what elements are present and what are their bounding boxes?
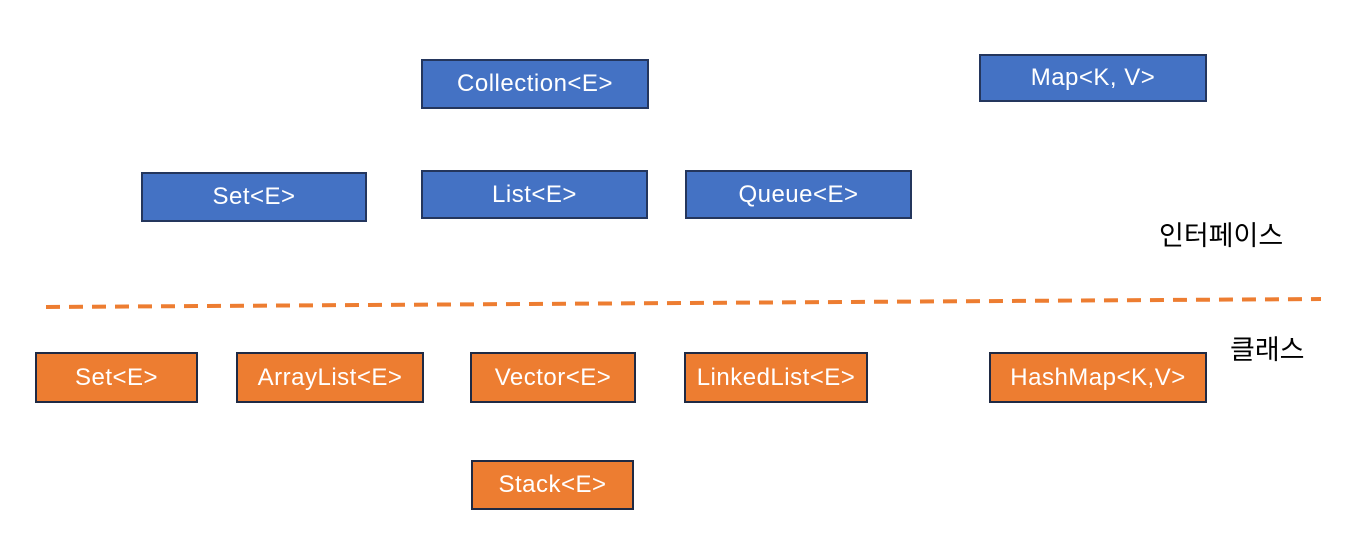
class-box-linkedlist-e: LinkedList<E> [684, 352, 868, 403]
interface-box-collection-e: Collection<E> [421, 59, 649, 109]
interface-box-list-e: List<E> [421, 170, 648, 219]
interface-box-set-e: Set<E> [141, 172, 367, 222]
class-box-vector-e: Vector<E> [470, 352, 636, 403]
class-box-hashmap-k-v: HashMap<K,V> [989, 352, 1207, 403]
side-label-인터페이스: 인터페이스 [1159, 221, 1284, 251]
class-box-set-e: Set<E> [35, 352, 198, 403]
interface-box-map-k-v: Map<K, V> [979, 54, 1207, 102]
class-box-stack-e: Stack<E> [471, 460, 634, 510]
interface-box-queue-e: Queue<E> [685, 170, 912, 219]
class-box-arraylist-e: ArrayList<E> [236, 352, 424, 403]
side-label-클래스: 클래스 [1230, 335, 1305, 365]
